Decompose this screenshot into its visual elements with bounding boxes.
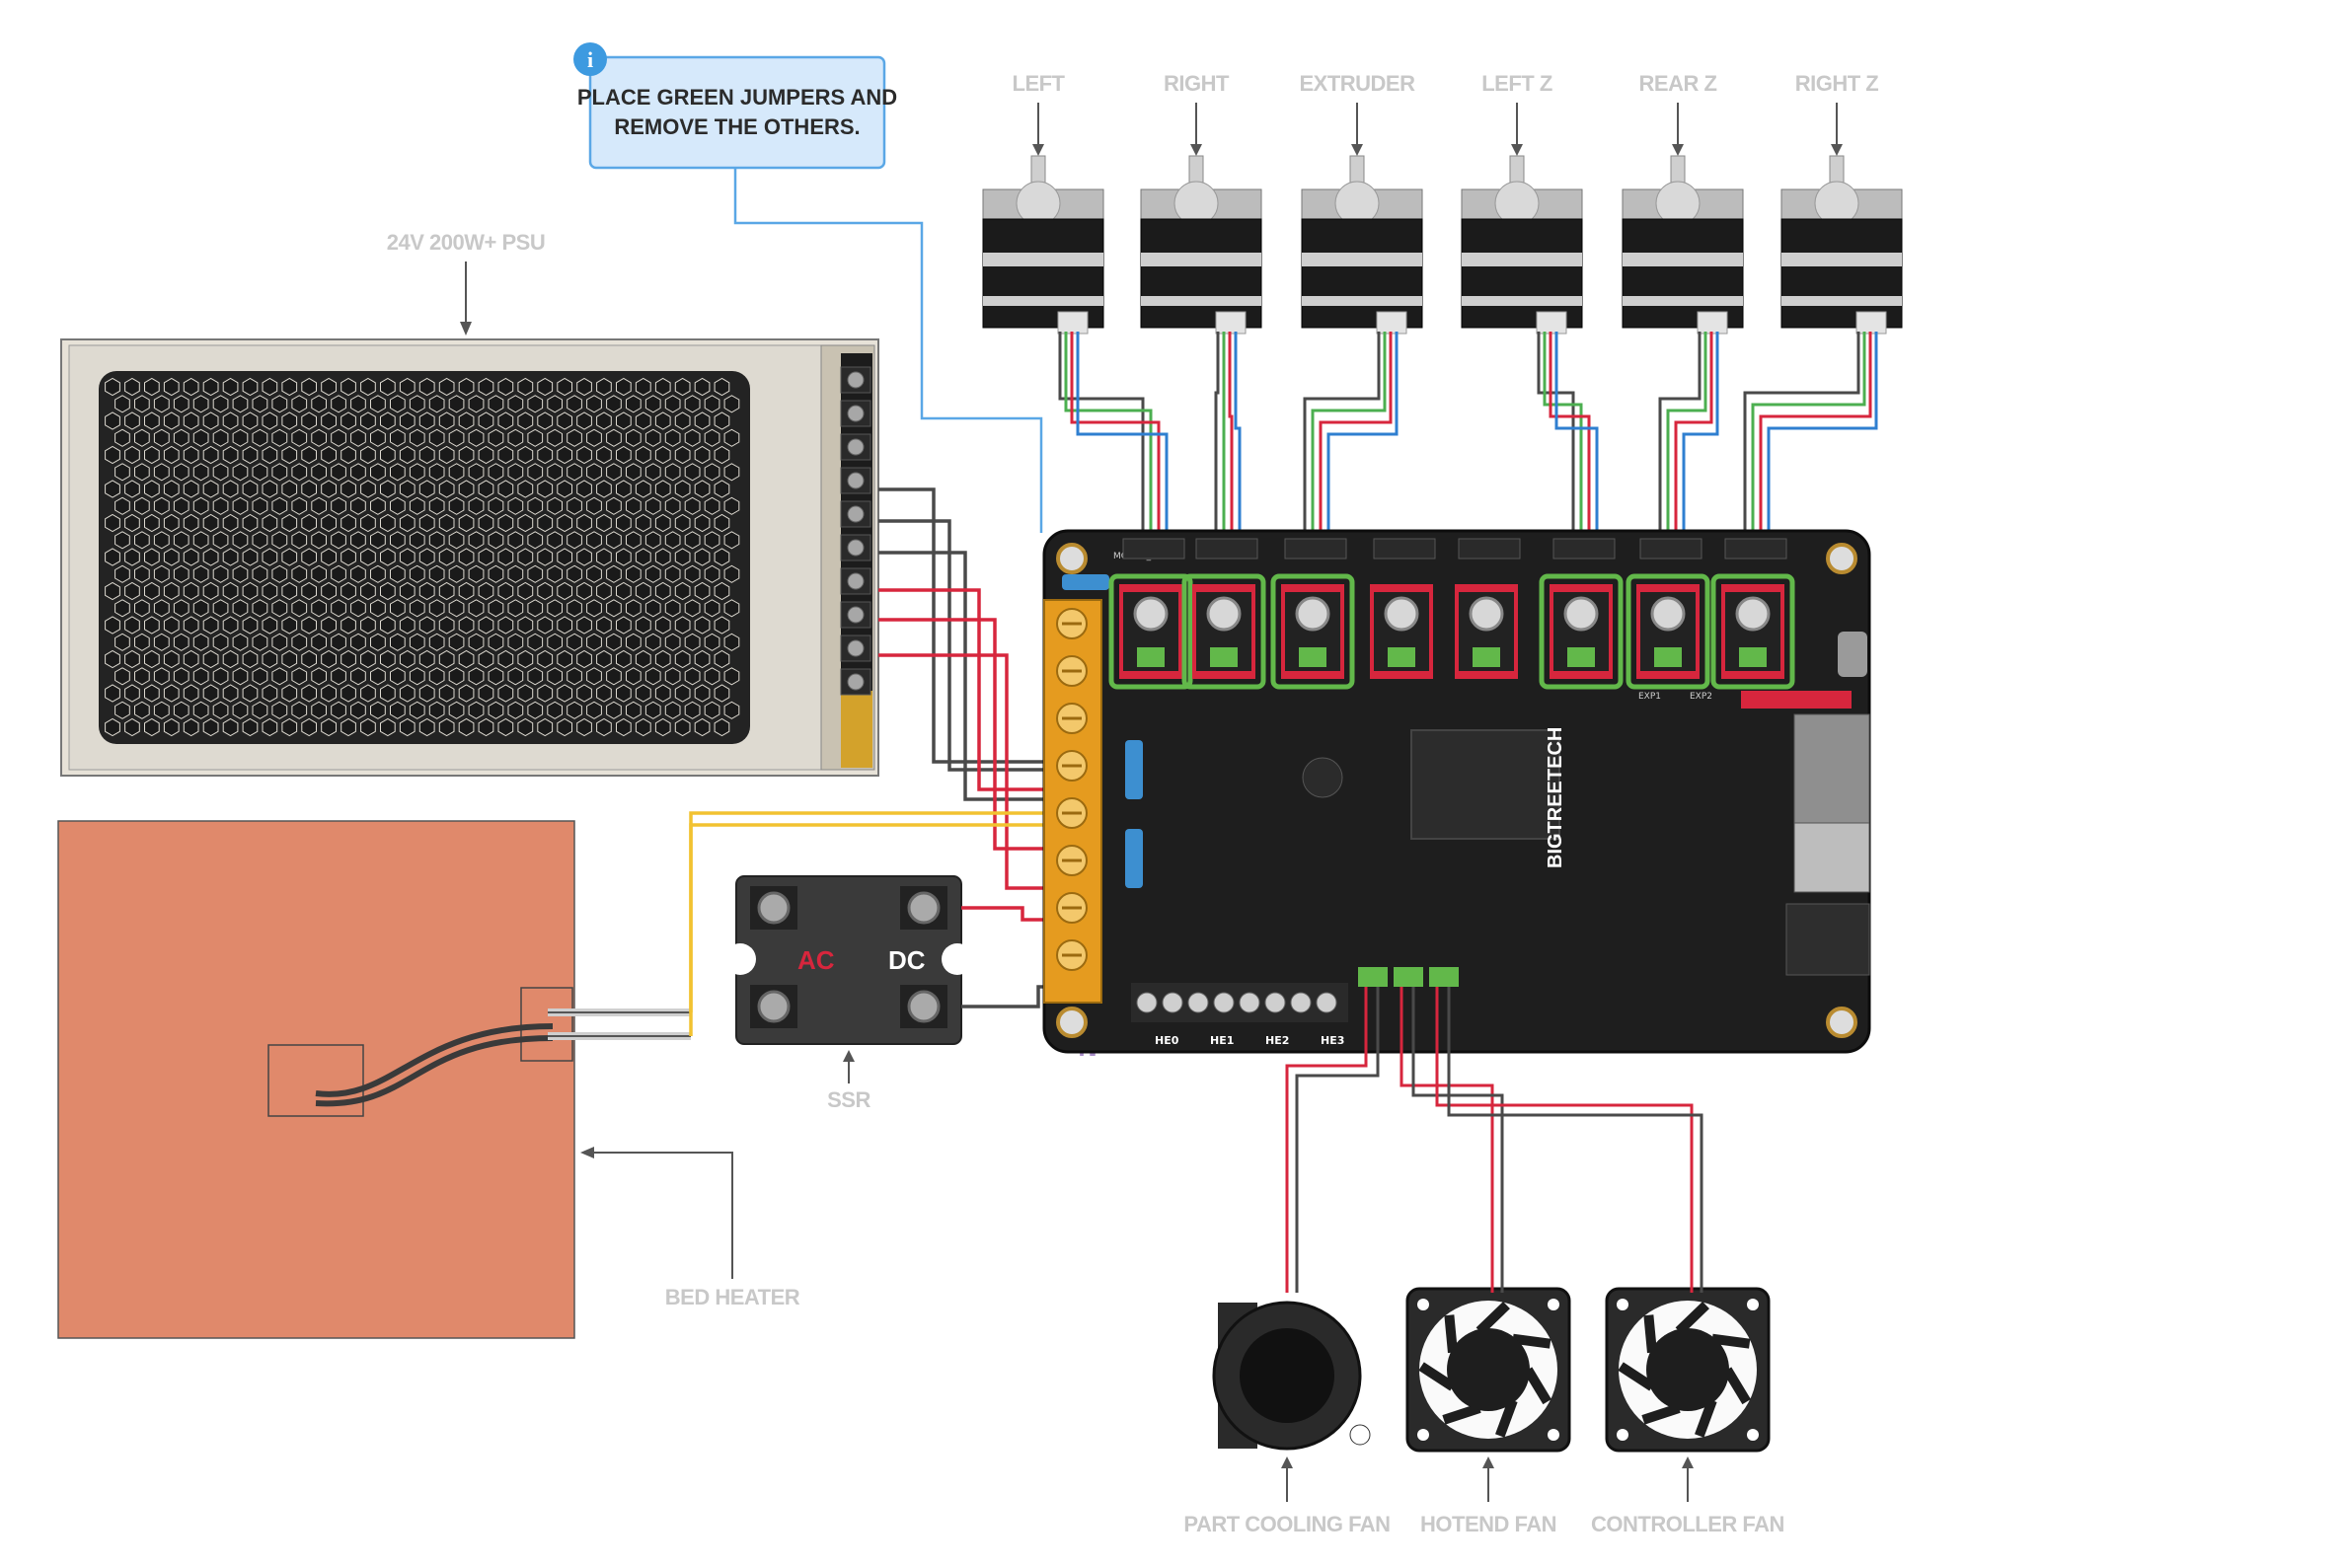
stepper-driver bbox=[1710, 573, 1795, 690]
fan bbox=[1605, 1287, 1771, 1453]
exp1-label: EXP1 bbox=[1638, 692, 1661, 702]
heater-label: HE1 bbox=[1210, 1034, 1234, 1047]
ssr-dc-label: DC bbox=[888, 945, 926, 975]
ssr-ac-label: AC bbox=[797, 945, 835, 975]
info-icon: i bbox=[573, 42, 607, 76]
fan-label: HOTEND FAN bbox=[1420, 1512, 1556, 1536]
bed-heater: BED HEATER bbox=[57, 820, 800, 1339]
heater-label: HE0 bbox=[1155, 1034, 1179, 1047]
stepper-motor bbox=[1301, 155, 1423, 335]
motor-label: LEFT bbox=[1013, 71, 1066, 96]
fan bbox=[1212, 1301, 1371, 1451]
motor-label: LEFT Z bbox=[1481, 71, 1552, 96]
motor-label: EXTRUDER bbox=[1299, 71, 1415, 96]
bed-label: BED HEATER bbox=[665, 1285, 800, 1309]
stepper-driver bbox=[1455, 584, 1518, 679]
svg-text:i: i bbox=[587, 47, 593, 72]
stepper-motor bbox=[1780, 155, 1903, 335]
ssr: AC DC SSR bbox=[724, 875, 973, 1112]
stepper-driver bbox=[1108, 573, 1193, 690]
stepper-motor bbox=[1461, 155, 1583, 335]
stepper-motor bbox=[982, 155, 1104, 335]
stepper-driver bbox=[1181, 573, 1266, 690]
fans: PART COOLING FAN HOTEND FAN CONTROLLER FAN bbox=[1183, 987, 1784, 1536]
stepper-driver bbox=[1370, 584, 1433, 679]
stepper-motor bbox=[1622, 155, 1744, 335]
stepper-driver bbox=[1626, 573, 1710, 690]
fan-label: CONTROLLER FAN bbox=[1591, 1512, 1784, 1536]
stepper-driver bbox=[1270, 573, 1355, 690]
mcu-chip bbox=[1410, 729, 1560, 840]
exp2-label: EXP2 bbox=[1690, 692, 1712, 702]
note-line-2: REMOVE THE OTHERS. bbox=[614, 114, 860, 139]
fan bbox=[1405, 1287, 1571, 1453]
psu: 24V 200W+ PSU bbox=[60, 230, 879, 777]
motor-label: REAR Z bbox=[1639, 71, 1717, 96]
brand-label: BIGTREETECH bbox=[1545, 727, 1566, 868]
note-line-1: PLACE GREEN JUMPERS AND bbox=[577, 85, 897, 110]
heater-label: HE2 bbox=[1265, 1034, 1289, 1047]
psu-label: 24V 200W+ PSU bbox=[387, 230, 545, 255]
motor-label: RIGHT bbox=[1164, 71, 1230, 96]
motor-label: RIGHT Z bbox=[1795, 71, 1879, 96]
jumper-note: PLACE GREEN JUMPERS AND REMOVE THE OTHER… bbox=[573, 42, 1043, 533]
stepper-motors: LEFT RIGHT EXTRUDER LEFT Z REAR Z RIGHT Z bbox=[982, 71, 1903, 539]
stepper-motor bbox=[1140, 155, 1262, 335]
stepper-driver bbox=[1539, 573, 1624, 690]
ssr-label: SSR bbox=[827, 1087, 870, 1112]
heater-label: HE3 bbox=[1321, 1034, 1344, 1047]
fan-label: PART COOLING FAN bbox=[1183, 1512, 1390, 1536]
note-leader-line bbox=[733, 168, 1043, 533]
